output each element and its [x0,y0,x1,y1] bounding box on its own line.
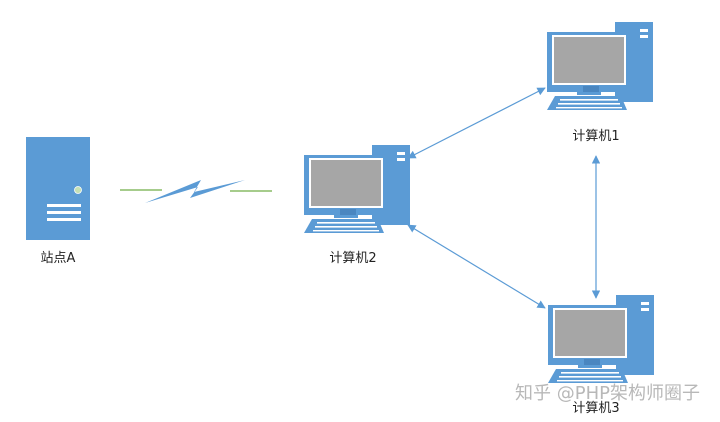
computer2-label: 计算机2 [329,251,376,266]
node-site-a: 站点A [26,137,90,266]
node-computer2 [304,145,410,233]
site-a-label: 站点A [41,251,76,266]
arrow-computer2-computer1 [407,87,546,159]
arrow-computer2-computer3 [407,224,546,309]
desktop-computer-icon [304,145,410,233]
server-icon [26,137,90,240]
computer3-label: 计算机3 [572,401,619,416]
node-computer1 [547,22,653,110]
links [120,87,601,309]
watermark-text: 知乎 @PHP架构师圈子 [515,383,700,404]
desktop-computer-icon [548,295,654,383]
lightning-icon [145,180,245,203]
computer1-label: 计算机1 [572,129,619,144]
desktop-computer-icon [547,22,653,110]
node-computer3 [548,295,654,383]
